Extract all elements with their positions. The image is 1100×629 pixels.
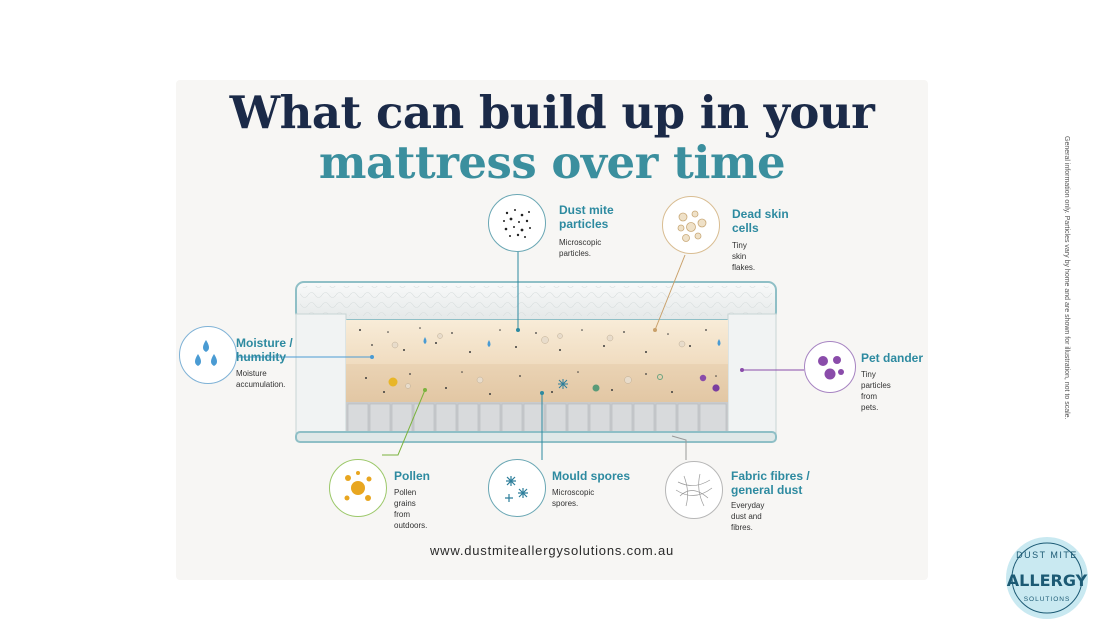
title-line-2: mattress over time xyxy=(318,136,786,189)
comfort-layer xyxy=(346,320,728,364)
logo-bottom-text: SOLUTIONS xyxy=(1024,596,1071,603)
moisture-title: Moisture /humidity xyxy=(236,336,293,364)
fibres-icon xyxy=(665,461,723,519)
pollen-icon xyxy=(329,459,387,517)
logo-main-text: ALLERGY xyxy=(1007,571,1088,590)
mattress-side-right xyxy=(727,313,777,439)
pet-dander-title: Pet dander xyxy=(861,351,924,365)
connector-lines xyxy=(236,250,804,460)
mould-spore-icon xyxy=(488,459,546,517)
logo-top-text: DUST MITE xyxy=(1016,550,1078,560)
spring-base xyxy=(346,402,728,434)
mattress-side-left xyxy=(295,313,347,439)
dust-mite-icon xyxy=(488,194,546,252)
disclaimer-note: General information only. Particles vary… xyxy=(1063,136,1070,420)
dust-mite-allergy-logo: DUST MITE ALLERGY SOLUTIONS xyxy=(1006,537,1088,619)
pet-dander-icon xyxy=(804,341,856,393)
mould-title: Mould spores xyxy=(552,469,631,483)
fabric-title: Fabric fibres /general dust xyxy=(731,469,810,497)
pollen-title: Pollen xyxy=(394,469,431,483)
mattress-bottom-band xyxy=(295,431,777,443)
particles xyxy=(359,327,721,395)
skin-flake-icon xyxy=(662,196,720,254)
dead-skin-desc: Tiny skin flakes. xyxy=(732,241,756,272)
website-url[interactable]: www.dustmiteallergysolutions.com.au xyxy=(429,543,675,558)
mattress-top xyxy=(295,281,777,321)
title-line-1: What can build up in your xyxy=(229,86,875,139)
water-drops-icon xyxy=(179,326,237,384)
support-layer xyxy=(346,364,728,402)
